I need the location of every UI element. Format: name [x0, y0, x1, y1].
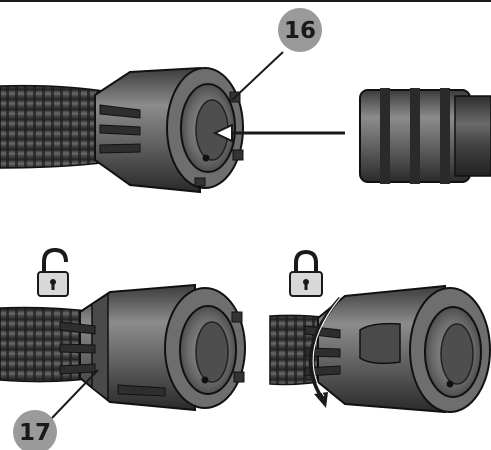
callout-17-bubble	[13, 410, 57, 450]
bottom-left-panel: 17	[0, 247, 246, 450]
pin-bottom-left	[201, 376, 209, 384]
callout-17-leader	[51, 369, 99, 419]
male-plug	[359, 88, 491, 184]
bore-bottom-right	[440, 323, 474, 385]
hose-top	[0, 84, 111, 169]
socket-pin	[202, 154, 210, 162]
pin-bottom-right	[446, 380, 454, 388]
callout-17-label: 17	[19, 420, 51, 446]
locked-padlock-icon	[289, 249, 323, 297]
top-panel: 16	[0, 8, 491, 194]
grip-fins-top	[99, 104, 141, 154]
insert-arrow	[212, 123, 345, 143]
callout-16-bubble	[278, 8, 322, 52]
callout-16-label: 16	[284, 18, 316, 44]
rotate-arrow	[308, 296, 342, 408]
bore-bottom-left	[195, 321, 229, 383]
callout-16-leader	[231, 51, 284, 101]
bottom-right-panel	[269, 249, 491, 414]
unlocked-padlock-icon	[37, 247, 69, 297]
lock-slot	[359, 322, 401, 365]
